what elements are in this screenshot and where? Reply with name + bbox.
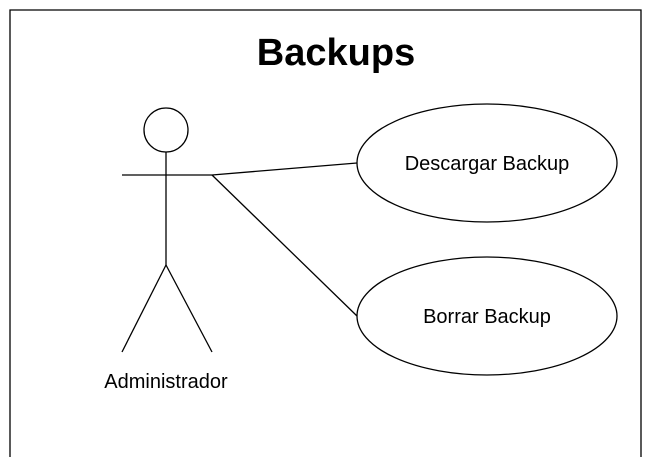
actor-left-leg — [121, 264, 167, 353]
use-case-descargar-backup[interactable]: Descargar Backup — [356, 103, 618, 223]
diagram-frame — [9, 9, 642, 457]
use-case-borrar-backup[interactable]: Borrar Backup — [356, 256, 618, 376]
use-case-ellipse — [356, 256, 618, 376]
actor-label: Administrador — [104, 371, 228, 393]
use-case-ellipse — [356, 103, 618, 223]
diagram-title: Backups — [257, 32, 415, 74]
actor-head — [143, 107, 189, 153]
association-borrar-backup — [211, 174, 358, 317]
actor-administrador[interactable]: Administrador — [104, 107, 228, 393]
association-descargar-backup — [211, 162, 358, 176]
actor-right-leg — [165, 264, 213, 353]
use-case-label: Borrar Backup — [423, 306, 551, 328]
use-case-label: Descargar Backup — [405, 153, 570, 175]
